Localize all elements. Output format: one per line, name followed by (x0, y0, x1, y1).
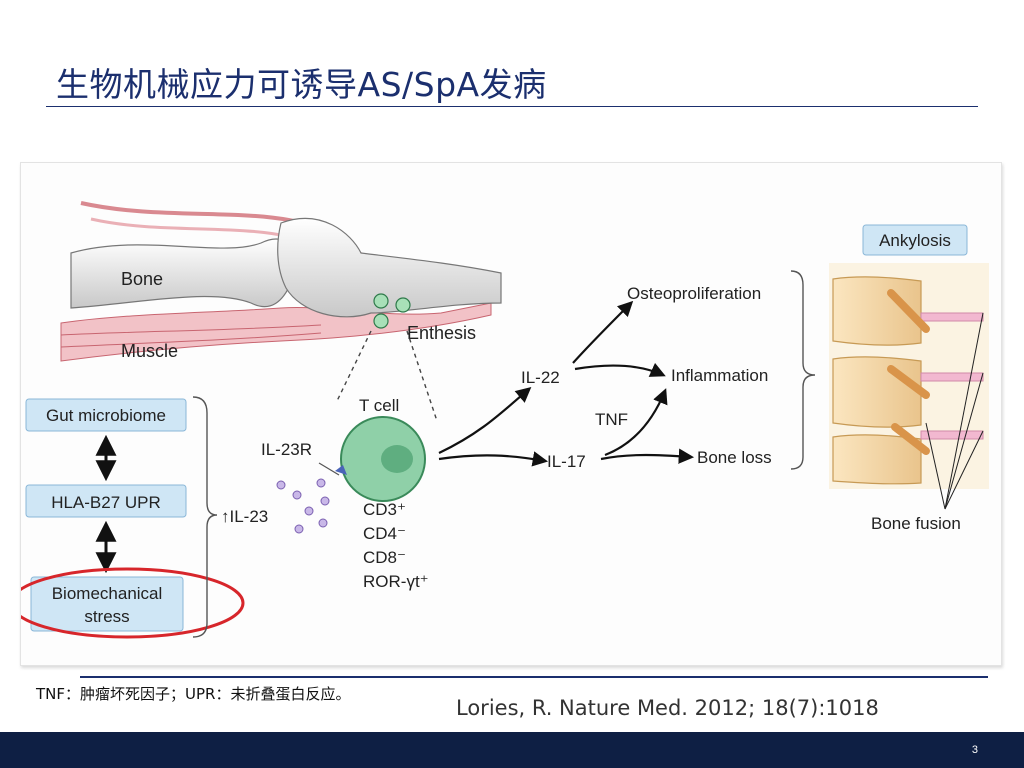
biomechanical-stress-label-1: Biomechanical (52, 584, 163, 603)
zoom-line-left (336, 330, 372, 402)
footer-divider (80, 676, 988, 678)
il23-receptor-icon (335, 465, 347, 475)
spine-illustration (829, 263, 989, 510)
bone-left-illustration (70, 238, 298, 309)
il23r-label: IL-23R (261, 440, 312, 459)
zoom-line-right (406, 330, 438, 422)
trigger-bracket (192, 396, 218, 638)
arrow-il17-inflammation (604, 388, 668, 457)
outcome-bracket (790, 270, 816, 470)
il17-label: IL-17 (547, 452, 586, 471)
osteoproliferation-label: Osteoproliferation (627, 284, 761, 303)
bone-loss-label: Bone loss (697, 448, 772, 467)
marker-cd3: CD3⁺ (363, 500, 406, 519)
bone-label: Bone (121, 269, 163, 289)
ankylosis-label: Ankylosis (879, 231, 951, 250)
inflammation-label: Inflammation (671, 366, 768, 385)
footer-bar: 3 (0, 732, 1024, 768)
enthesis-cells (373, 293, 411, 329)
muscle-label: Muscle (121, 341, 178, 361)
gut-microbiome-box (25, 398, 187, 432)
citation-text: Lories, R. Nature Med. 2012; 18(7):1018 (456, 696, 879, 720)
il23-particles (276, 478, 330, 534)
tnf-label: TNF (595, 410, 628, 429)
il22-label: IL-22 (521, 368, 560, 387)
t-cell-label: T cell (359, 396, 399, 415)
biomechanical-stress-label-2: stress (84, 607, 129, 626)
biomechanical-stress-box (30, 576, 184, 632)
title-divider (46, 106, 978, 107)
ankylosis-box (862, 224, 968, 256)
pathway-figure: Bone Muscle Enthesis Gut microbiome HLA-… (20, 162, 1002, 666)
il23r-pointer (318, 462, 340, 476)
bone-fusion-label: Bone fusion (871, 514, 961, 533)
enthesis-label: Enthesis (407, 323, 476, 343)
arrow-to-il22 (438, 386, 532, 454)
arrow-to-il17 (438, 451, 549, 467)
hla-b27-label: HLA-B27 UPR (51, 493, 161, 512)
bone-right-illustration (277, 217, 502, 318)
arrow-to-osteo (572, 300, 634, 364)
hla-b27-box (25, 484, 187, 518)
gut-microbiome-label: Gut microbiome (46, 406, 166, 425)
marker-cd4: CD4⁻ (363, 524, 406, 543)
arrow-to-boneloss (600, 448, 695, 464)
il23-label: ↑IL-23 (221, 507, 268, 526)
slide-title: 生物机械应力可诱导AS/SpA发病 (56, 65, 547, 104)
pathway-diagram: Bone Muscle Enthesis Gut microbiome HLA-… (21, 201, 989, 639)
marker-cd8: CD8⁻ (363, 548, 406, 567)
marker-ror: ROR-γt⁺ (363, 572, 429, 591)
abbreviation-footnote: TNF：肿瘤坏死因子；UPR：未折叠蛋白反应。 (36, 685, 351, 703)
page-number: 3 (971, 744, 978, 756)
t-cell-nucleus (381, 445, 413, 473)
highlight-ring (21, 567, 245, 639)
arrow-il22-inflammation (574, 362, 666, 377)
